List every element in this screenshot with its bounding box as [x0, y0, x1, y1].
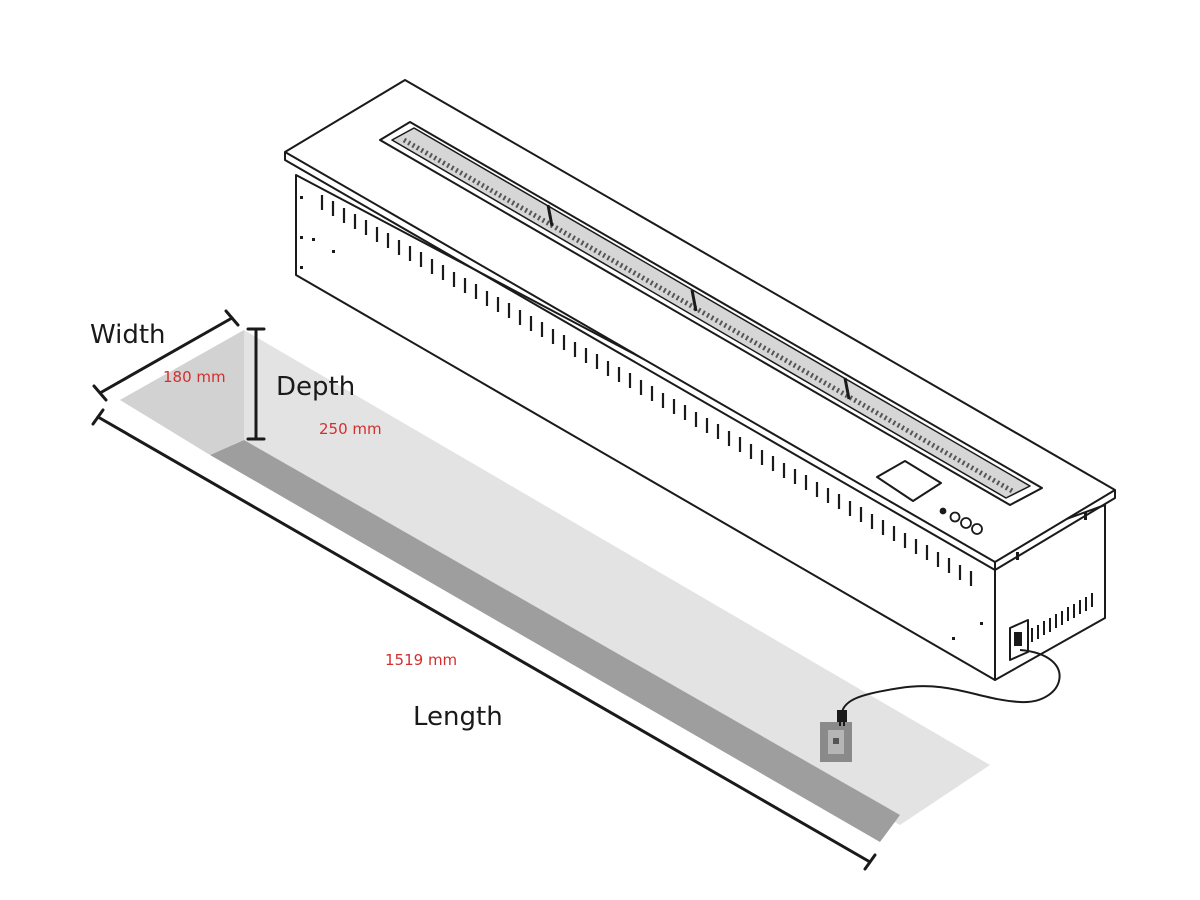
- installation-cavity: [120, 330, 990, 842]
- power-socket: [1009, 619, 1029, 661]
- length-label: Length: [413, 702, 503, 732]
- control-panel-screen: [876, 460, 942, 502]
- length-dimension-line: [96, 415, 872, 864]
- side-ventilation-slots: [1031, 593, 1093, 642]
- button-icon: [971, 523, 983, 535]
- width-label: Width: [90, 320, 166, 350]
- width-measurement: 180 mm: [163, 368, 226, 386]
- power-outlet-box: [820, 722, 852, 762]
- button-icon: [949, 511, 961, 523]
- power-cable: [841, 649, 1061, 713]
- depth-label: Depth: [276, 372, 355, 402]
- ventilation-slots: [320, 195, 973, 586]
- width-dimension-line: [98, 316, 234, 395]
- dimension-lines: [91, 309, 877, 871]
- length-measurement: 1519 mm: [385, 651, 457, 669]
- button-icon: [939, 507, 947, 515]
- burner-slot: [379, 121, 1043, 506]
- cavity-floor: [120, 330, 990, 825]
- depth-measurement: 250 mm: [319, 420, 382, 438]
- button-icon: [960, 517, 972, 529]
- control-buttons: [939, 507, 983, 535]
- cavity-end-wall: [120, 330, 244, 455]
- power-plug-icon: [837, 710, 847, 726]
- mounting-holes: [300, 196, 1087, 640]
- fireplace-insert: [284, 79, 1116, 681]
- cavity-side-wall: [210, 440, 900, 842]
